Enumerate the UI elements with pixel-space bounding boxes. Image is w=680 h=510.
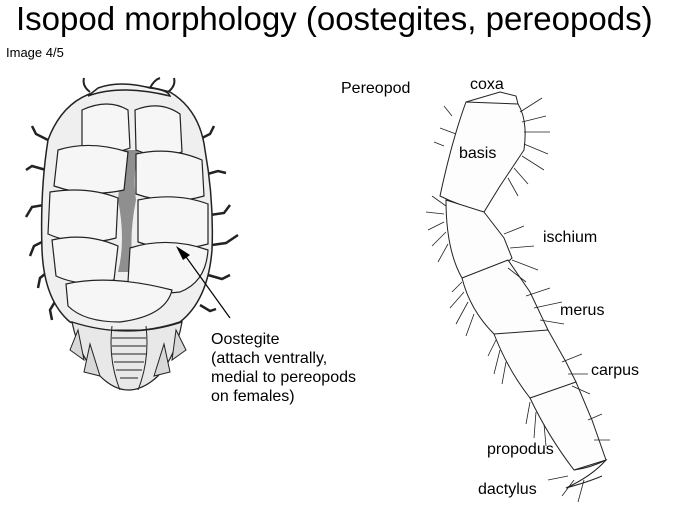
label-carpus: carpus: [591, 362, 640, 379]
isopod-uropods: [69, 328, 187, 377]
label-merus: merus: [560, 302, 605, 319]
isopod-median-groove: [112, 150, 140, 272]
oostegite-note: Oostegite (attach ventrally, medial to p…: [211, 330, 356, 406]
label-basis: basis: [459, 145, 497, 162]
isopod-antennae: [82, 77, 176, 93]
pereopod-heading: Pereopod: [341, 80, 411, 97]
oostegite-note-line-3: medial to pereopods: [211, 369, 356, 386]
isopod-legs-right: [197, 125, 239, 313]
pereopod-coxa: [465, 91, 519, 105]
oostegite-pointer-line: [183, 253, 231, 319]
pereopod-drawing: [425, 91, 610, 503]
page-title: Isopod morphology (oostegites, pereopods…: [16, 0, 653, 37]
oostegite-note-line-2: (attach ventrally,: [211, 350, 328, 367]
oostegite-note-line-1: Oostegite: [211, 331, 280, 348]
oostegite-plates: [47, 103, 209, 323]
label-propodus: propodus: [487, 441, 554, 458]
image-counter: Image 4/5: [6, 45, 64, 60]
oostegite-pointer-arrowhead: [176, 246, 190, 260]
pereopod-setae: [425, 97, 610, 503]
pereopod-dactylus: [565, 458, 608, 489]
isopod-pleon-segments: [110, 325, 148, 391]
isopod-head: [87, 83, 172, 98]
label-ischium: ischium: [543, 229, 598, 246]
oostegite-note-line-4: on females): [211, 388, 295, 405]
label-dactylus: dactylus: [478, 481, 537, 498]
label-coxa: coxa: [470, 76, 504, 93]
isopod-drawing: [24, 77, 239, 391]
